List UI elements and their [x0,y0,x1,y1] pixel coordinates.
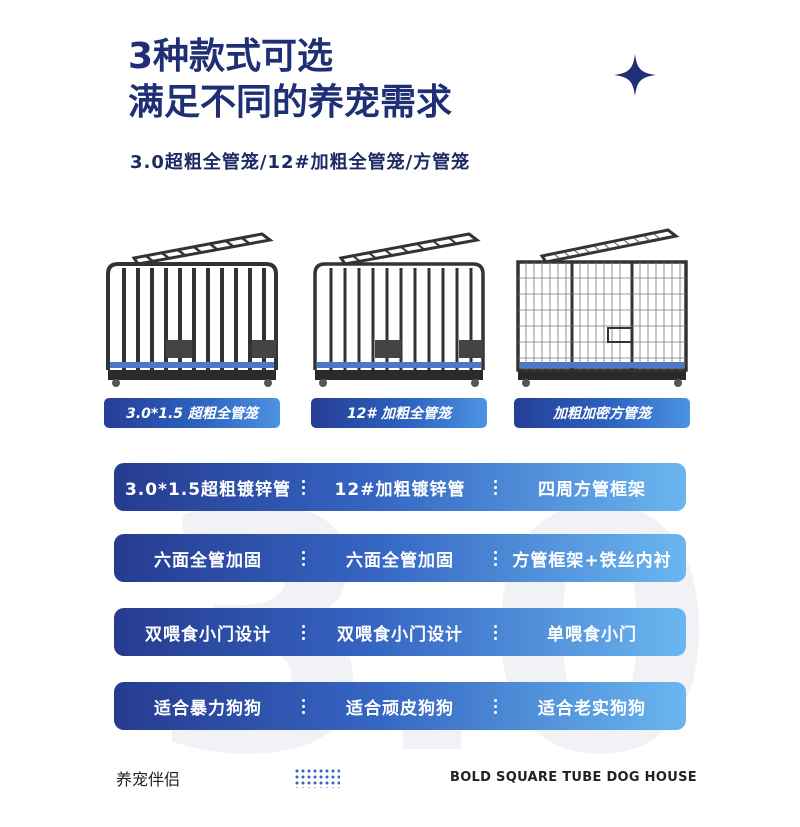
row-4-col-3: 适合老实狗狗 [538,698,646,719]
column-separator [302,698,306,714]
footer-tagline: BOLD SQUARE TUBE DOG HOUSE [450,770,697,785]
column-separator [494,550,498,566]
product-label-3: 加粗加密方管笼 [514,398,690,428]
column-separator [302,550,306,566]
row-1-col-3: 四周方管框架 [538,479,646,500]
column-separator [494,479,498,495]
product-card-3[interactable]: 加粗加密方管笼 [512,222,694,432]
product-label-2: 12# 加粗全管笼 [311,398,487,428]
product-card-1[interactable]: 3.0*1.5 超粗全管笼 [102,222,284,432]
product-label-1: 3.0*1.5 超粗全管笼 [104,398,280,428]
row-3-col-1: 双喂食小门设计 [145,624,271,645]
row-3-col-2: 双喂食小门设计 [337,624,463,645]
footer-brand: 养宠伴侣 [116,770,181,789]
dot-grid-decoration [294,768,340,788]
comparison-row-material: 3.0*1.5超粗镀锌管 12#加粗镀锌管 四周方管框架 [114,463,686,511]
comparison-row-structure: 六面全管加固 六面全管加固 方管框架+铁丝内衬 [114,534,686,582]
column-separator [302,624,306,640]
product-card-2[interactable]: 12# 加粗全管笼 [309,222,491,432]
row-4-col-2: 适合顽皮狗狗 [346,698,454,719]
comparison-row-suitable-dogs: 适合暴力狗狗 适合顽皮狗狗 适合老实狗狗 [114,682,686,730]
row-4-col-1: 适合暴力狗狗 [154,698,262,719]
title-line-2: 满足不同的养宠需求 [128,82,453,123]
column-separator [302,479,306,495]
column-separator [494,698,498,714]
row-2-col-2: 六面全管加固 [346,550,454,571]
cage-reinforced-tube-image [313,232,485,387]
row-2-col-1: 六面全管加固 [154,550,262,571]
column-separator [494,624,498,640]
page-title: 3种款式可选 满足不同的养宠需求 [128,34,452,126]
page-subtitle: 3.0超粗全管笼/12#加粗全管笼/方管笼 [130,152,471,173]
comparison-row-feeding-door: 双喂食小门设计 双喂食小门设计 单喂食小门 [114,608,686,656]
cage-thick-tube-image [106,232,278,387]
row-1-col-2: 12#加粗镀锌管 [334,479,466,500]
four-point-star-icon [614,54,656,96]
row-3-col-3: 单喂食小门 [547,624,637,645]
cage-square-tube-image [516,228,688,387]
row-2-col-3: 方管框架+铁丝内衬 [512,550,672,571]
row-1-col-1: 3.0*1.5超粗镀锌管 [124,479,292,500]
title-line-1: 3种款式可选 [128,36,334,77]
